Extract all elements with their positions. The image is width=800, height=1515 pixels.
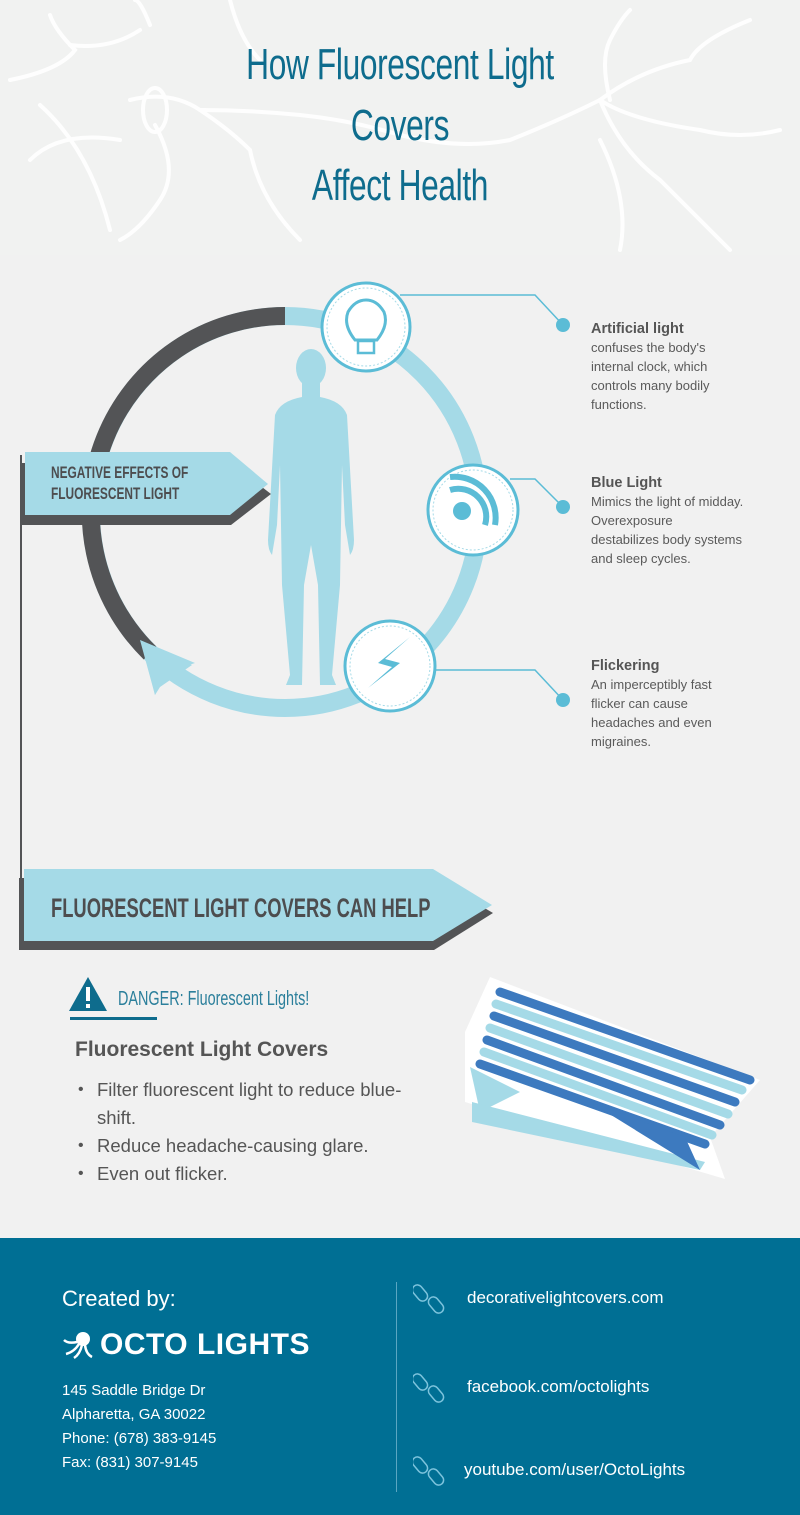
page-title-line-3: Affect Health <box>311 161 489 210</box>
light-cover-illustration <box>465 977 760 1179</box>
bullet-dot <box>556 693 570 707</box>
facebook-link[interactable]: facebook.com/octolights <box>467 1377 650 1396</box>
help-banner-label: FLUORESCENT LIGHT COVERS CAN HELP <box>51 893 431 923</box>
effect-flickering: Flickering An imperceptibly fast flicker… <box>591 658 712 749</box>
effect-blue-light: Blue Light Mimics the light of midday. O… <box>591 475 744 566</box>
youtube-link[interactable]: youtube.com/user/OctoLights <box>464 1460 686 1479</box>
covers-benefits-list: Filter fluorescent light to reduce blue-… <box>78 1076 408 1188</box>
header: How Fluorescent Light Covers Affect Heal… <box>0 0 800 255</box>
cycle-arc-dark <box>81 306 286 660</box>
phone: Phone: (678) 383-9145 <box>62 1430 217 1447</box>
effect-artificial-light: Artificial light confuses the body's int… <box>591 321 710 412</box>
lightning-bolt-icon <box>343 619 437 713</box>
link-icon <box>413 1284 445 1314</box>
address-line: Alpharetta, GA 30022 <box>62 1406 206 1423</box>
fax: Fax: (831) 307-9145 <box>62 1454 198 1471</box>
danger-label: DANGER: Fluorescent Lights! <box>118 988 310 1010</box>
effects-diagram <box>19 281 570 950</box>
link-icon <box>413 1456 445 1486</box>
octopus-icon <box>63 1332 93 1360</box>
link-icon <box>413 1373 445 1403</box>
human-silhouette <box>268 349 354 685</box>
warning-icon <box>69 977 107 1011</box>
page-title-line-1: How Fluorescent Light <box>246 40 554 89</box>
created-by-label: Created by: <box>62 1286 176 1311</box>
footer: Created by: OCTO LIGHTS 145 Saddle Bridg… <box>0 1238 800 1515</box>
list-item: Reduce headache-causing glare. <box>78 1132 408 1160</box>
negative-effects-label: NEGATIVE EFFECTS OF FLUORESCENT LIGHT <box>51 463 189 503</box>
octo-lights-logo: OCTO LIGHTS <box>62 1328 310 1362</box>
bullet-dot <box>556 500 570 514</box>
lightbulb-icon <box>320 281 412 373</box>
footer-divider <box>396 1282 397 1492</box>
neuron-illustration <box>8 0 782 252</box>
list-item: Even out flicker. <box>78 1160 408 1188</box>
negative-effects-banner <box>21 452 271 525</box>
danger-underline <box>70 1017 157 1020</box>
address-line: 145 Saddle Bridge Dr <box>62 1382 206 1399</box>
blue-light-waves-icon <box>426 463 520 557</box>
covers-heading: Fluorescent Light Covers <box>75 1038 329 1061</box>
website-link[interactable]: decorativelightcovers.com <box>467 1288 664 1307</box>
bullet-dot <box>556 318 570 332</box>
page-title-line-2: Covers <box>350 101 450 150</box>
list-item: Filter fluorescent light to reduce blue-… <box>78 1076 408 1132</box>
help-banner <box>19 869 493 950</box>
